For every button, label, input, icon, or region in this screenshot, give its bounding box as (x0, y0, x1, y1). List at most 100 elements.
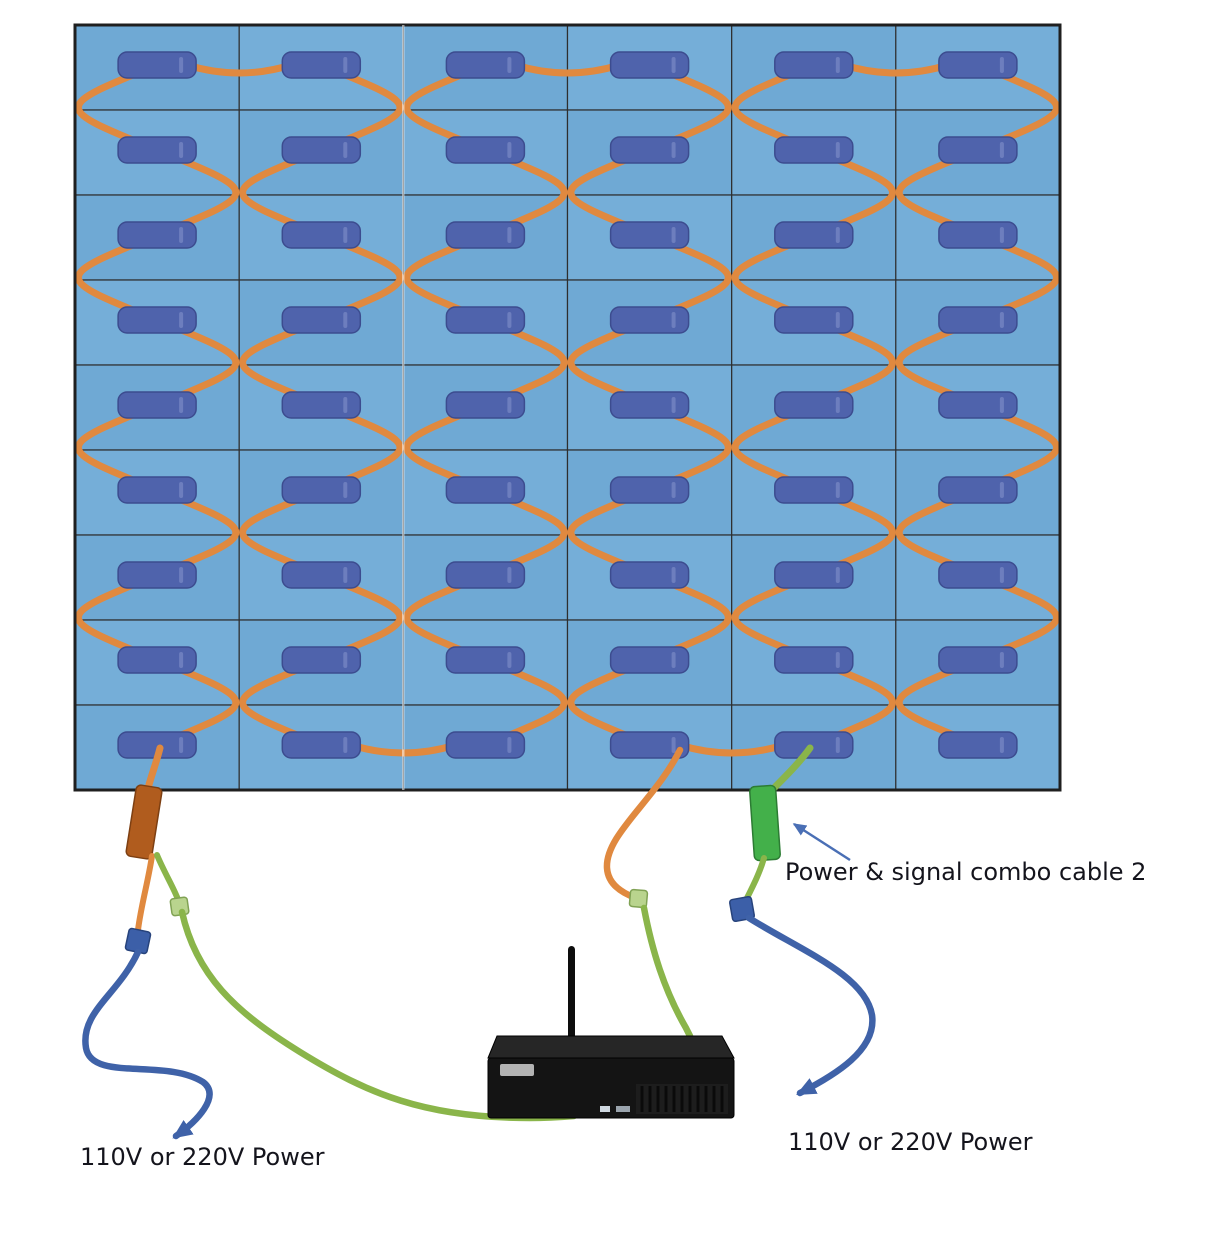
receiver-module (281, 731, 362, 759)
receiver-module (445, 561, 526, 589)
module-indicator (999, 567, 1004, 583)
module-indicator (179, 312, 184, 328)
player-top-face (487, 1035, 735, 1059)
module-indicator (507, 737, 512, 753)
row-link-cable (511, 61, 624, 77)
module-indicator (179, 142, 184, 158)
combo-cable-2-panel-stub (768, 744, 814, 794)
receiver-module (609, 221, 690, 249)
module-indicator (835, 142, 840, 158)
module-indicator (507, 312, 512, 328)
combo-cable-2-connector (749, 784, 781, 862)
receiver-module (445, 136, 526, 164)
receiver-module (445, 476, 526, 504)
receiver-module (117, 221, 197, 249)
receiver-module (445, 51, 526, 79)
panel-grid (73, 23, 1062, 792)
row-link-cable (676, 741, 788, 757)
module-indicator (507, 227, 512, 243)
receiver-module (774, 221, 854, 249)
receiver-module (445, 221, 526, 249)
module-indicator (999, 482, 1004, 498)
row-link-cable (840, 61, 952, 77)
module-indicator (343, 652, 348, 668)
module-indicator (671, 652, 676, 668)
receiver-module (609, 731, 690, 759)
receiver-module (938, 731, 1018, 759)
module-indicator (343, 397, 348, 413)
player-vent-grille (640, 1086, 724, 1112)
left-ac-power-cable (82, 948, 213, 1140)
module-indicator (999, 397, 1004, 413)
receiver-module (281, 306, 362, 334)
module-indicator (507, 652, 512, 668)
receiver-module (117, 136, 197, 164)
module-indicator (671, 737, 676, 753)
module-indicator (179, 227, 184, 243)
receiver-module (445, 391, 526, 419)
receiver-module (609, 646, 690, 674)
module-indicator (835, 567, 840, 583)
receiver-module (445, 646, 526, 674)
receiver-module (938, 306, 1018, 334)
receiver-module (774, 306, 854, 334)
receiver-module (445, 731, 526, 759)
right-power-label: 110V or 220V Power (788, 1128, 1033, 1156)
right-ac-power-cable (745, 914, 876, 1097)
receiver-module (938, 221, 1018, 249)
module-indicator (179, 567, 184, 583)
receiver-module (774, 51, 854, 79)
module-indicator (179, 737, 184, 753)
module-indicator (179, 482, 184, 498)
left-power-branch-cable (135, 853, 155, 933)
receiver-module (774, 136, 854, 164)
module-indicator (835, 652, 840, 668)
player-usb-port (600, 1106, 610, 1112)
module-indicator (179, 57, 184, 73)
module-indicator (507, 142, 512, 158)
receiver-module (938, 561, 1018, 589)
receiver-module (281, 646, 362, 674)
right-signal-loop-cable (603, 746, 684, 902)
left-signal-branch-cable (154, 852, 182, 905)
receiver-module (938, 646, 1018, 674)
receiver-module (281, 51, 362, 79)
right-signal-cable-to-player (640, 904, 694, 1040)
module-indicator (343, 567, 348, 583)
receiver-module (117, 561, 197, 589)
module-indicator (507, 397, 512, 413)
module-indicator (343, 737, 348, 753)
combo-cable-2-pointer-arrow (792, 822, 851, 862)
receiver-module (281, 561, 362, 589)
module-indicator (671, 397, 676, 413)
player-display-window (500, 1064, 534, 1076)
receiver-module (281, 476, 362, 504)
receiver-module (938, 136, 1018, 164)
player-lan-port (616, 1106, 630, 1112)
receiver-module (609, 306, 690, 334)
receiver-module (281, 136, 362, 164)
receiver-module (609, 136, 690, 164)
module-indicator (671, 567, 676, 583)
external-cables (82, 744, 876, 1140)
receiver-module (938, 51, 1018, 79)
module-indicator (179, 652, 184, 668)
receiver-module (445, 306, 526, 334)
module-indicator (671, 227, 676, 243)
module-indicator (671, 482, 676, 498)
module-indicator (671, 142, 676, 158)
module-indicator (343, 142, 348, 158)
receiver-module (117, 646, 197, 674)
receiver-module (609, 391, 690, 419)
receiver-module (938, 391, 1018, 419)
module-indicator (999, 142, 1004, 158)
receiver-module (774, 391, 854, 419)
module-indicator (507, 482, 512, 498)
combo-cable-2-label: Power & signal combo cable 2 (785, 858, 1146, 886)
combo-cable-1-connector (125, 784, 163, 860)
module-indicator (343, 227, 348, 243)
module-indicator (999, 652, 1004, 668)
left-power-label: 110V or 220V Power (80, 1143, 325, 1171)
